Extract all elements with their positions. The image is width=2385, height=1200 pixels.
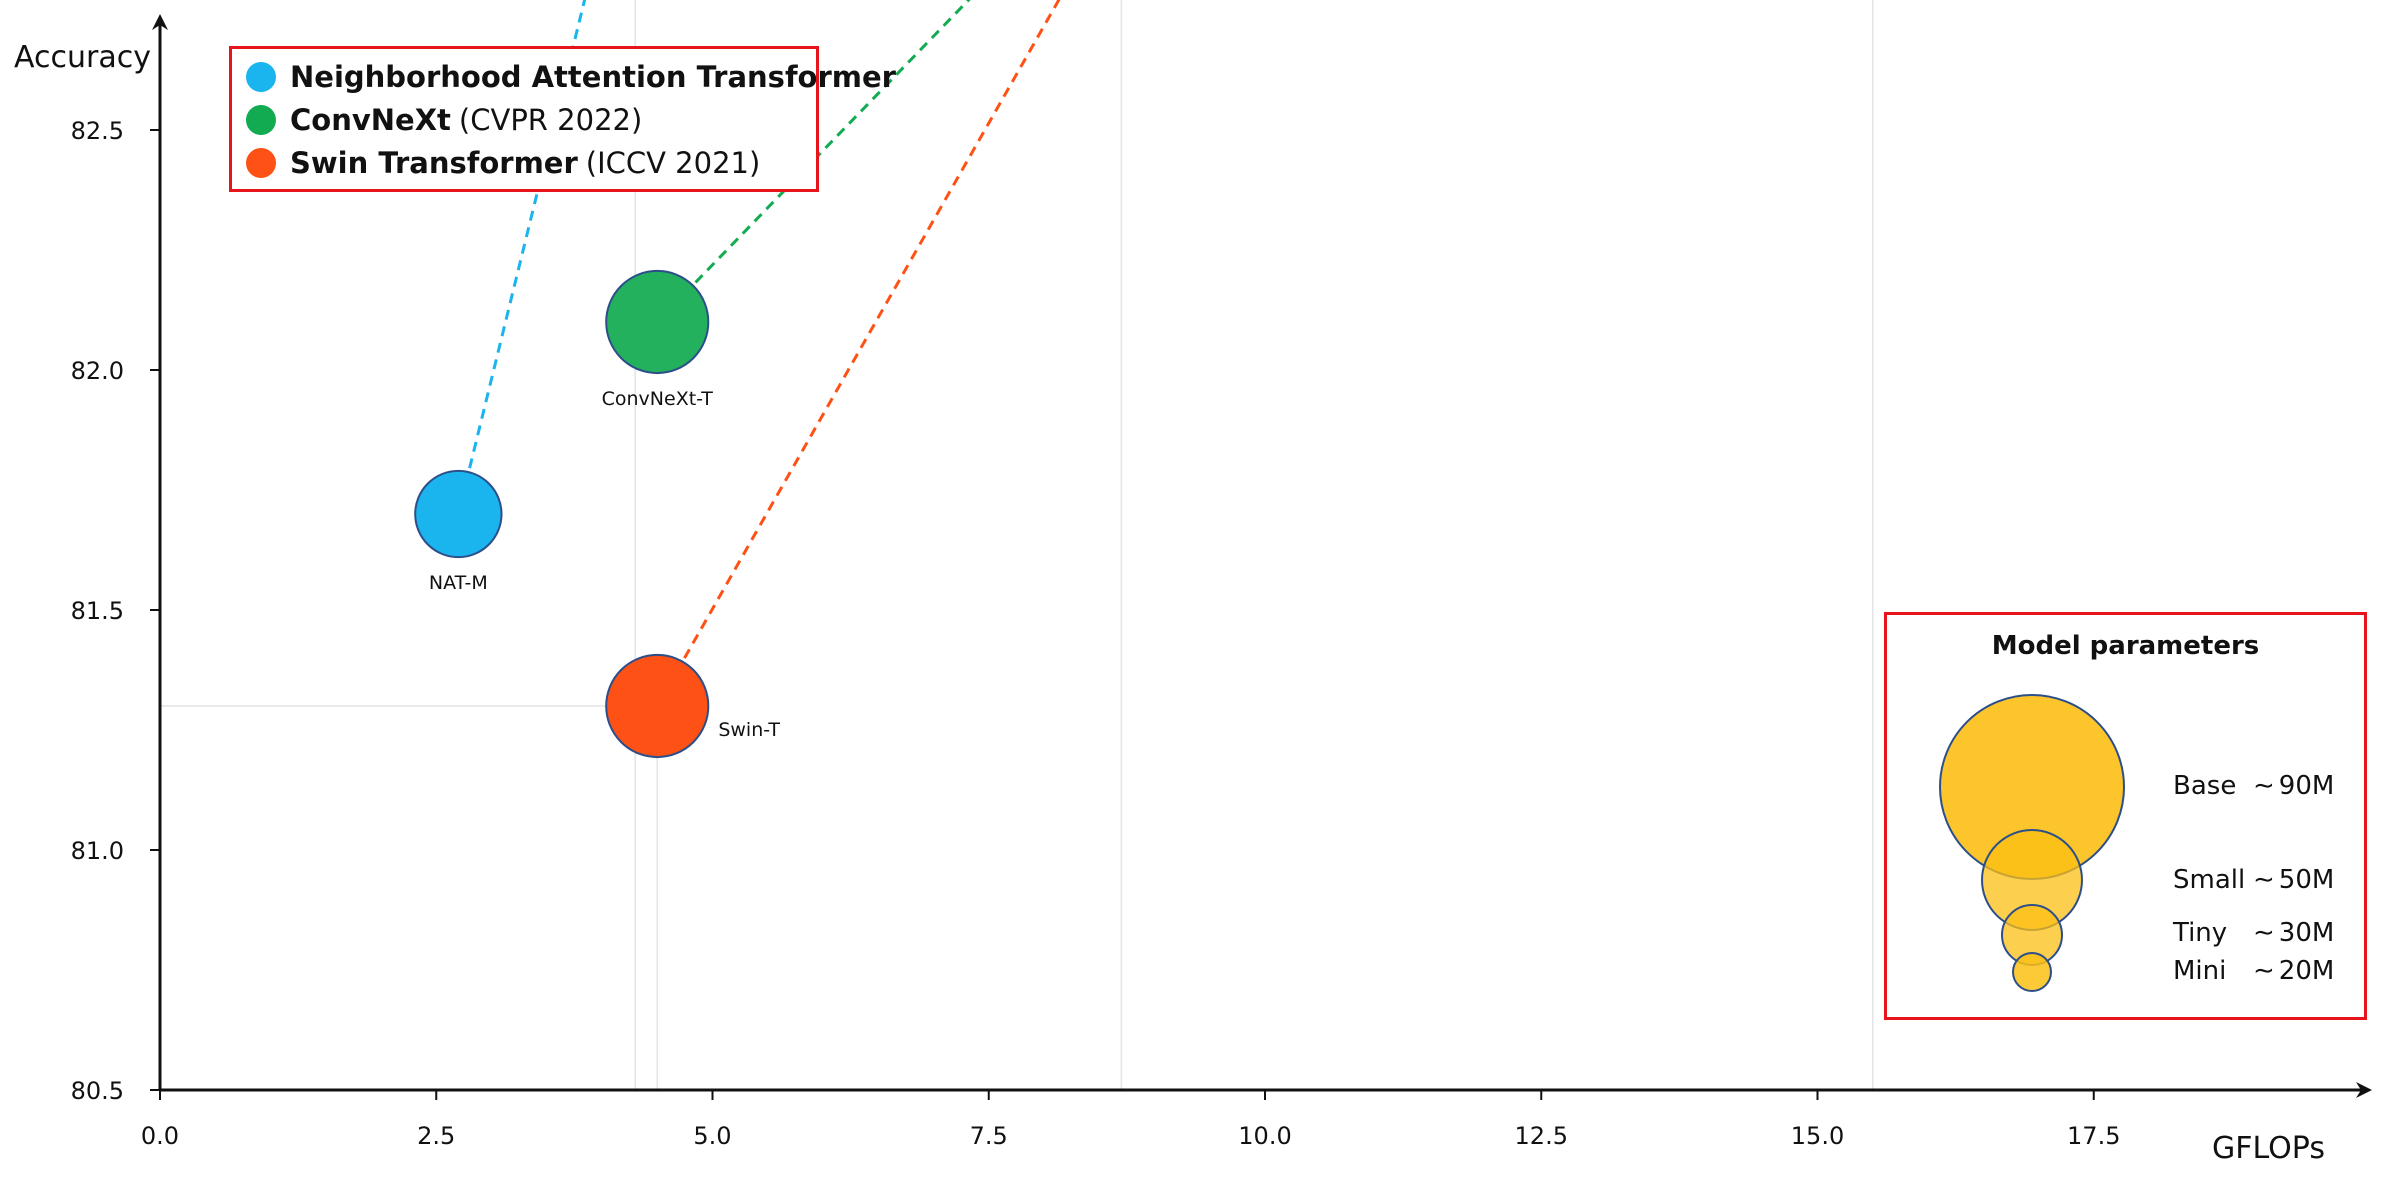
size-tilde-mini: ∼	[2253, 956, 2275, 986]
legend-item-convnext: ConvNeXt (CVPR 2022)	[246, 100, 642, 140]
guide-lines	[160, 0, 1874, 1090]
size-row-tiny: Tiny ∼30M	[2173, 918, 2334, 948]
legend-note-convnext: (CVPR 2022)	[458, 103, 643, 137]
x-tick-label: 15.0	[1791, 1122, 1844, 1150]
bubble-swin-t	[605, 653, 710, 759]
size-row-small: Small∼50M	[2173, 865, 2334, 895]
size-row-base: Base ∼90M	[2173, 771, 2334, 801]
x-tick-label: 12.5	[1515, 1122, 1568, 1150]
axis-ticks: 0.0 2.5 5.0 7.5 10.0 12.5 15.0 17.5 80.5 81.0 81.5…	[71, 117, 2121, 1150]
size-value-mini: 20M	[2278, 956, 2335, 986]
y-tick-label: 82.0	[71, 357, 124, 385]
legend-dot-nat	[246, 62, 276, 92]
point-label-convnext-t: ConvNeXt-T	[602, 388, 714, 410]
y-axis-label: Accuracy	[14, 40, 151, 75]
size-name-mini: Mini	[2173, 956, 2227, 986]
x-tick-label: 7.5	[970, 1122, 1008, 1150]
size-circle-mini	[2012, 952, 2052, 992]
y-tick-label: 81.5	[71, 597, 124, 625]
y-tick-label: 82.5	[71, 117, 124, 145]
legend-label-swin: Swin Transformer	[290, 146, 578, 180]
size-tilde-base: ∼	[2253, 771, 2275, 801]
size-value-base: 90M	[2278, 771, 2335, 801]
legend-label-nat: Neighborhood Attention Transformer	[290, 60, 896, 94]
size-tilde-small: ∼	[2253, 865, 2275, 895]
point-label-nat-m: NAT-M	[429, 572, 488, 594]
legend-label-convnext: ConvNeXt	[290, 103, 451, 137]
size-value-tiny: 30M	[2278, 918, 2335, 948]
legend-item-nat: Neighborhood Attention Transformer	[246, 57, 896, 97]
size-name-base: Base	[2173, 771, 2237, 801]
legend-note-swin: (ICCV 2021)	[585, 146, 761, 180]
bubble-nat-m	[414, 469, 503, 559]
size-name-tiny: Tiny	[2173, 918, 2228, 948]
series-connector	[468, 0, 587, 469]
size-value-small: 50M	[2278, 865, 2335, 895]
point-labels: NAT-MNAT-TNAT-SNAT-BConvNeXt-TConvNeXt-S…	[429, 388, 780, 741]
series-legend: Neighborhood Attention Transformer ConvN…	[229, 46, 896, 192]
x-tick-label: 2.5	[417, 1122, 455, 1150]
size-legend: Model parameters Base∼90M Small∼50M Tiny…	[1884, 612, 2367, 1020]
size-name-small: Small	[2173, 865, 2246, 895]
legend-dot-convnext	[246, 105, 276, 135]
y-tick-label: 81.0	[71, 837, 124, 865]
x-tick-label: 5.0	[693, 1122, 731, 1150]
size-legend-title: Model parameters	[1991, 631, 2260, 661]
x-tick-label: 10.0	[1238, 1122, 1291, 1150]
x-tick-label: 0.0	[141, 1122, 179, 1150]
size-legend-circles	[1939, 694, 2125, 992]
series-connector	[694, 0, 971, 284]
bubble-convnext-t	[605, 269, 710, 375]
size-row-mini: Mini ∼20M	[2173, 956, 2334, 986]
series-connectors	[468, 0, 1061, 659]
x-axis-label: GFLOPs	[2212, 1131, 2325, 1166]
size-tilde-tiny: ∼	[2253, 918, 2275, 948]
x-tick-label: 17.5	[2067, 1122, 2120, 1150]
data-bubbles	[414, 269, 710, 759]
point-label-swin-t: Swin-T	[718, 719, 780, 741]
legend-item-swin: Swin Transformer (ICCV 2021)	[246, 143, 760, 183]
y-tick-label: 80.5	[71, 1077, 124, 1105]
legend-dot-swin	[246, 148, 276, 178]
